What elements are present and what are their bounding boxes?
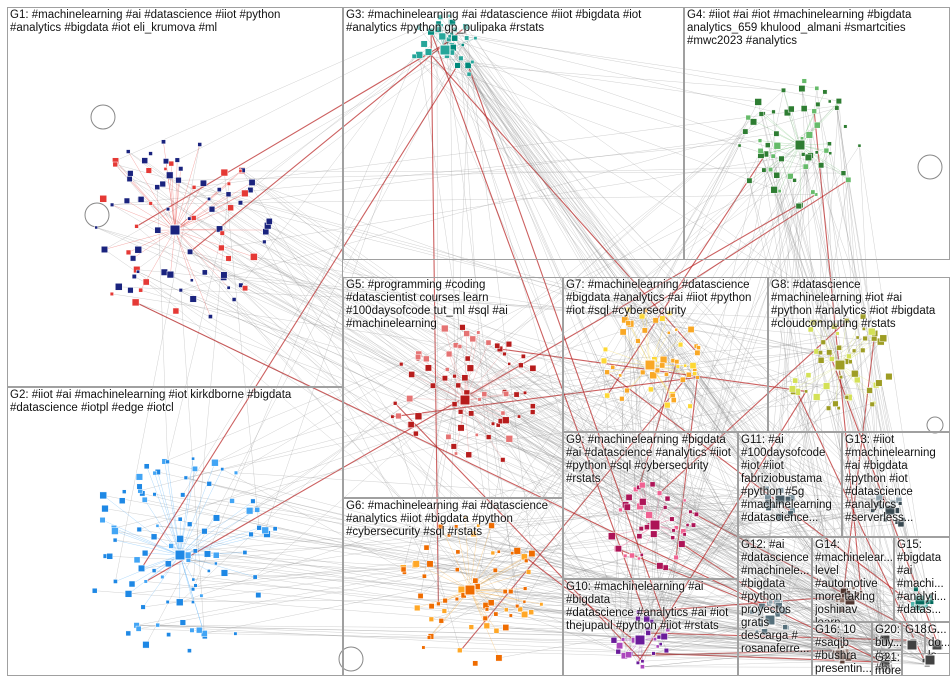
group-panel-g15: G15: #bigdata #ai #machi... #analyti... …	[894, 537, 950, 622]
group-label-g11: G11: #ai #100daysofcode #iot #iiot fabri…	[741, 434, 841, 525]
group-panel-g12: G12: #ai #datascience #machinele... #big…	[738, 537, 812, 676]
group-panel-g3: G3: #machinelearning #ai #datascience #i…	[343, 7, 684, 260]
group-label-g14: G14: #machinelear... level #automotive m…	[815, 539, 893, 622]
group-label-g5: G5: #programming #coding #datascientist …	[346, 279, 562, 331]
group-panel-g11: G11: #ai #100daysofcode #iot #iiot fabri…	[738, 432, 842, 537]
group-label-g8: G8: #datascience #machinelearning #iot #…	[771, 279, 949, 331]
group-label-g21: G21: more...	[875, 652, 901, 676]
group-panel-g1: G1: #machinelearning #ai #datascience #i…	[7, 7, 343, 387]
group-label-g20: G20: buy... #...	[875, 624, 901, 650]
group-panel-g16: G16: 10 #saqib #bushra presentin...	[812, 622, 872, 676]
group-panel-g2: G2: #iiot #ai #machinelearning #iot kirk…	[7, 387, 343, 676]
group-panel-g21: G21: more...	[872, 650, 902, 676]
group-label-g7: G7: #machinelearning #datascience #bigda…	[566, 279, 767, 318]
group-label-g2: G2: #iiot #ai #machinelearning #iot kirk…	[10, 389, 342, 415]
group-label-g3: G3: #machinelearning #ai #datascience #i…	[346, 9, 683, 35]
group-panel-g10: G10: #machinelearning #ai #bigdata #data…	[563, 579, 738, 676]
group-label-g9: G9: #machinelearning #bigdata #ai #datas…	[566, 434, 737, 486]
group-panel-g20: G20: buy... #...	[872, 622, 902, 650]
group-panel-g4: G4: #iiot #ai #iot #machinelearning #big…	[684, 7, 950, 260]
group-panel-g5: G5: #programming #coding #datascientist …	[343, 277, 563, 498]
group-panel-g13: G13: #iiot #machinelearning #ai #bigdata…	[842, 432, 950, 537]
group-label-g16: G16: 10 #saqib #bushra presentin...	[815, 624, 871, 676]
group-label-g1: G1: #machinelearning #ai #datascience #i…	[10, 9, 342, 35]
group-panel-g6: G6: #machinelearning #ai #datascience #a…	[343, 498, 563, 676]
group-panel-g7: G7: #machinelearning #datascience #bigda…	[563, 277, 768, 432]
group-label-g19: G... do... le...	[928, 624, 949, 654]
group-label-g4: G4: #iiot #ai #iot #machinelearning #big…	[687, 9, 949, 48]
group-label-g15: G15: #bigdata #ai #machi... #analyti... …	[897, 539, 949, 617]
group-panel-g9: G9: #machinelearning #bigdata #ai #datas…	[563, 432, 738, 579]
group-label-g12: G12: #ai #datascience #machinele... #big…	[741, 539, 811, 656]
group-label-g10: G10: #machinelearning #ai #bigdata #data…	[566, 581, 737, 633]
group-panel-g8: G8: #datascience #machinelearning #iot #…	[768, 277, 950, 432]
group-label-g6: G6: #machinelearning #ai #datascience #a…	[346, 500, 562, 539]
group-panel-g14: G14: #machinelear... level #automotive m…	[812, 537, 894, 622]
group-panel-g19: G... do... le...	[925, 622, 950, 654]
group-label-g13: G13: #iiot #machinelearning #ai #bigdata…	[845, 434, 949, 525]
